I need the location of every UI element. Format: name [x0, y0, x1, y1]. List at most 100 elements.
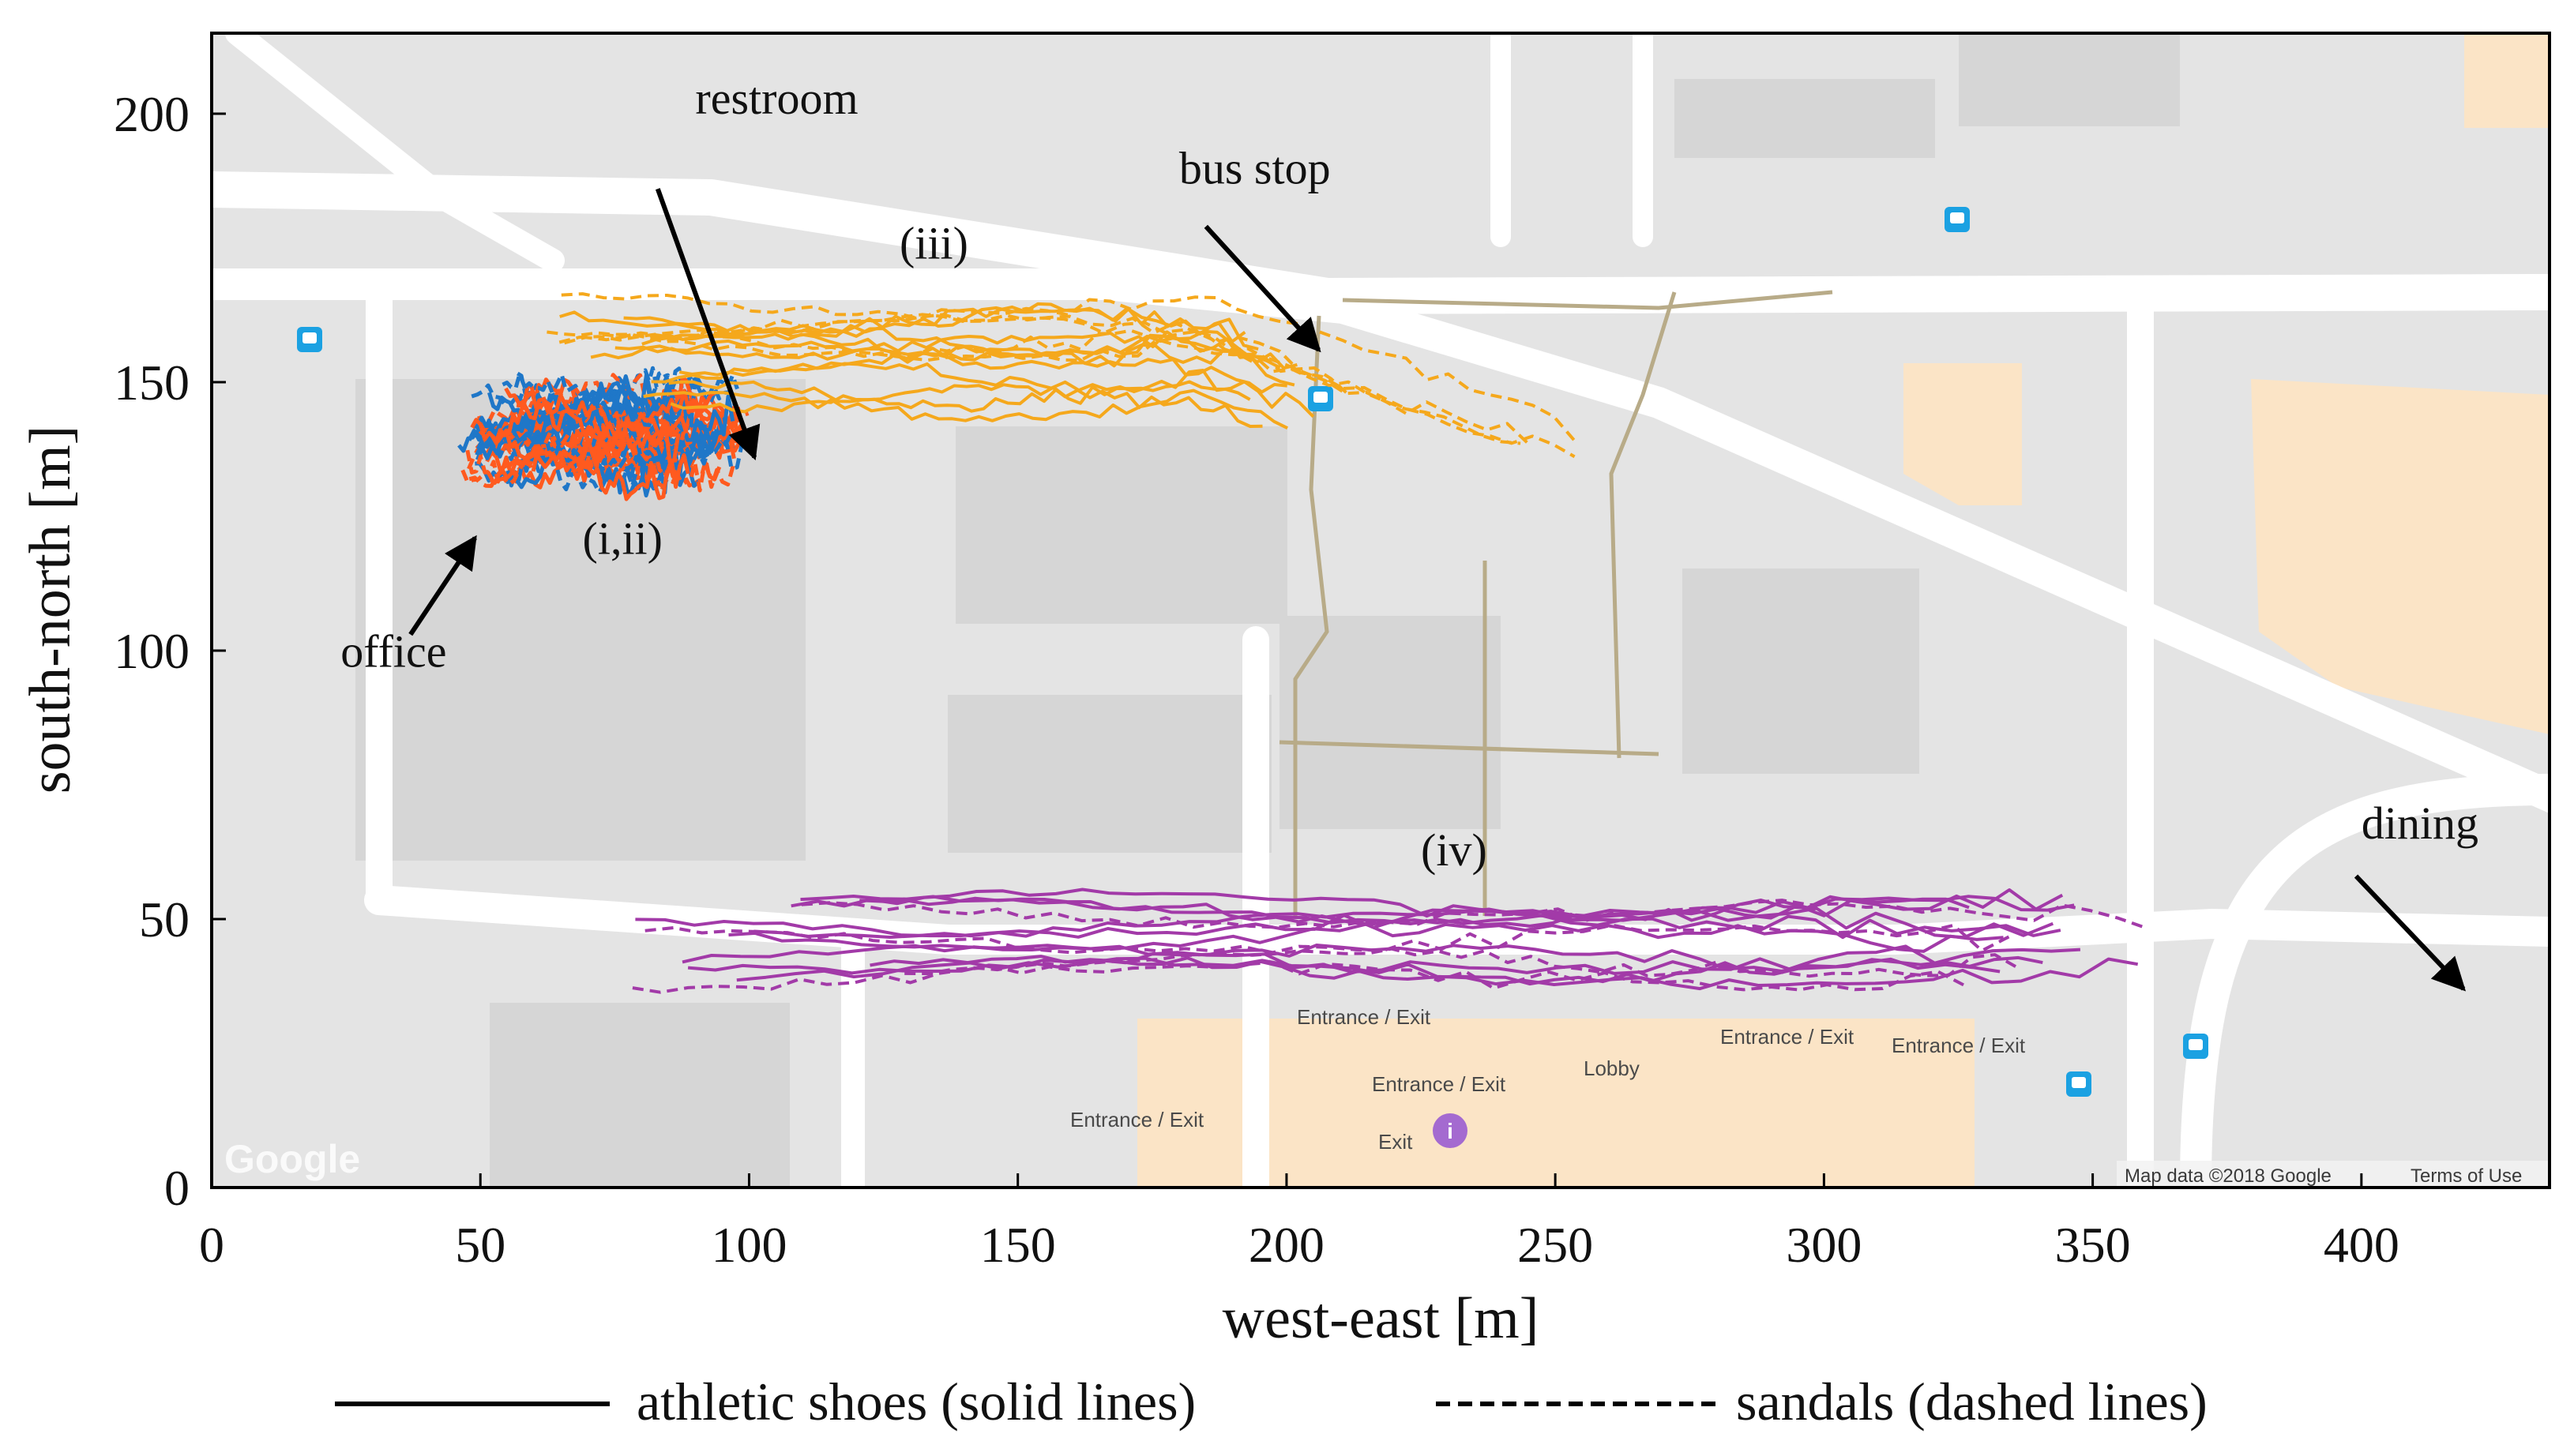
building [1279, 616, 1501, 829]
map-label-lobby: Lobby [1584, 1056, 1640, 1080]
y-tick-label: 50 [139, 891, 190, 948]
y-axis-label: south-north [m] [18, 426, 83, 794]
trajectory-line [465, 423, 678, 484]
annotation-office: office [340, 625, 446, 677]
building [948, 695, 1272, 853]
trajectory-line [632, 960, 1967, 994]
trajectory-line [801, 899, 2147, 930]
map-paths [1279, 290, 1833, 916]
building [490, 1003, 790, 1188]
trajectory-line [561, 292, 1576, 442]
venue-small [1903, 363, 2022, 505]
path [1609, 291, 1677, 759]
trajectory-line [614, 330, 1295, 387]
x-tick-label: 150 [980, 1217, 1056, 1273]
map-roads [212, 33, 2550, 1188]
map-labels: Entrance / Exit Entrance / Exit Entrance… [224, 1005, 2550, 1188]
annotation-iv: (iv) [1421, 824, 1487, 876]
bus-stop-icon [1308, 386, 1333, 411]
plot-frame [210, 32, 2551, 1189]
annotations: restroom bus stop (iii) (i,ii) office (iv) din… [340, 73, 2478, 992]
venue-main [1137, 1019, 1975, 1188]
map-label-entrance: Entrance / Exit [1892, 1034, 2026, 1057]
path [1342, 290, 1833, 310]
trajectory-line [904, 947, 2020, 978]
y-tick-label: 200 [114, 86, 190, 142]
trajectory-line [644, 923, 2012, 955]
x-tick-label: 400 [2324, 1217, 2399, 1273]
map-label-exit: Exit [1378, 1130, 1413, 1154]
path [1279, 740, 1659, 756]
road-south [364, 885, 2550, 955]
trajectory-line [476, 421, 750, 482]
bus-stop-icon [297, 327, 322, 352]
venue-east [2251, 379, 2550, 734]
map-label-entrance: Entrance / Exit [1070, 1108, 1204, 1131]
annotation-dining: dining [2362, 797, 2478, 849]
map-terms-link[interactable]: Terms of Use [2411, 1165, 2522, 1187]
x-tick-label: 100 [711, 1217, 787, 1273]
venue-corner [2464, 33, 2550, 128]
y-tick-label: 100 [114, 623, 190, 679]
trajectory-line [635, 906, 2054, 940]
road-main [212, 171, 2550, 314]
building [1959, 33, 2180, 126]
annotation-arrow [655, 188, 761, 461]
map-label-entrance: Entrance / Exit [1297, 1005, 1431, 1029]
trajectory-line [517, 366, 700, 426]
y-tick-label: 0 [164, 1160, 190, 1216]
annotation-i-ii: (i,ii) [583, 513, 663, 565]
trajectory-line [670, 383, 1263, 428]
trajectory-line [475, 436, 745, 495]
x-tick-label: 200 [1249, 1217, 1325, 1273]
trajectory-line [870, 955, 2043, 986]
x-tick-label: 350 [2055, 1217, 2131, 1273]
trajectory-line [547, 328, 1349, 396]
x-tick-label: 250 [1517, 1217, 1593, 1273]
attribution-bar [2117, 1161, 2550, 1188]
trajectory-line [651, 362, 1315, 418]
trajectory-line [470, 416, 681, 473]
trajectory-line [641, 332, 1281, 370]
trajectory-line [643, 388, 1288, 430]
map-label-entrance: Entrance / Exit [1720, 1025, 1854, 1049]
map-background: i Entrance / Exit Entrance / Exit Entran… [212, 33, 2550, 1188]
trajectory-line [564, 313, 1576, 459]
info-icon: i [1433, 1113, 1467, 1148]
legend: athletic shoes (solid lines) sandals (da… [335, 1372, 2208, 1432]
trajectory-lines [457, 292, 2147, 994]
map-attribution: Map data ©2018 Google [2125, 1165, 2332, 1187]
building [1682, 569, 1919, 774]
y-axis: 0 50 100 150 200 [114, 86, 226, 1216]
bus-stop-icon [2183, 1034, 2208, 1059]
bus-stop-icon [2066, 1071, 2091, 1097]
x-tick-label: 300 [1786, 1217, 1862, 1273]
path [1293, 315, 1329, 916]
x-axis-label: west-east [m] [1223, 1286, 1539, 1351]
x-tick-label: 0 [199, 1217, 224, 1273]
annotation-arrow [2354, 874, 2467, 992]
road-curve-east [2180, 774, 2550, 1188]
annotation-restroom: restroom [695, 73, 858, 124]
trajectory-line [487, 373, 750, 432]
trajectory-line [559, 306, 1259, 351]
building [956, 426, 1287, 624]
road-ramp [225, 33, 565, 272]
svg-text:i: i [1447, 1119, 1453, 1143]
google-logo: Google [224, 1137, 360, 1181]
trajectory-line [489, 443, 690, 501]
y-tick-label: 150 [114, 355, 190, 411]
legend-label-athletic: athletic shoes (solid lines) [637, 1372, 1196, 1432]
annotation-bus-stop: bus stop [1179, 142, 1331, 193]
map-label-entrance: Entrance / Exit [1372, 1072, 1506, 1096]
building [1674, 79, 1935, 158]
legend-label-sandals: sandals (dashed lines) [1736, 1372, 2208, 1432]
map-transit-icons: i [297, 207, 2208, 1148]
map-venues [1137, 33, 2550, 1188]
annotation-arrow [1204, 224, 1321, 353]
annotation-arrow [408, 535, 477, 636]
bus-stop-icon [1945, 207, 1970, 232]
annotation-iii: (iii) [900, 218, 968, 269]
